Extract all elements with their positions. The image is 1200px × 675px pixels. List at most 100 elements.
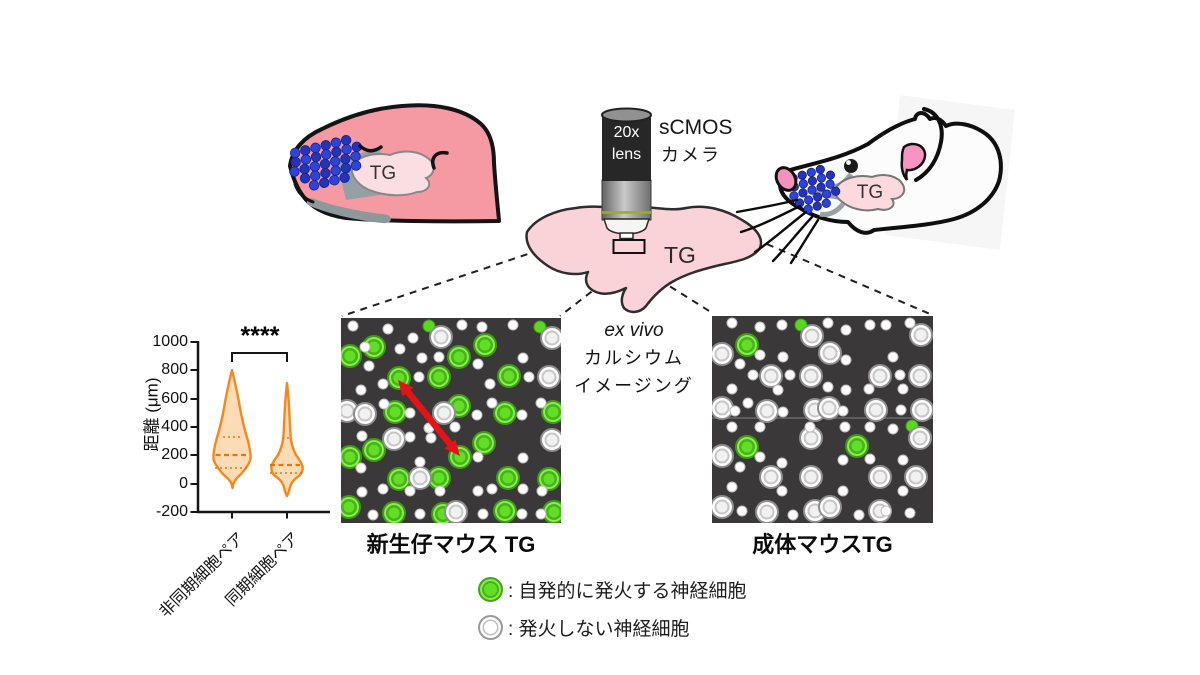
small-dot [507,319,519,331]
small-dot [777,351,789,363]
small-dot [754,349,766,361]
small-dot [434,485,446,497]
silent-neuron [712,342,734,367]
small-dot [414,456,426,467]
small-dot [404,407,416,419]
small-dot [367,509,379,521]
small-dot [726,383,738,395]
camera-label-en: sCMOS [659,116,733,139]
small-dot [356,486,368,498]
small-dot [382,323,394,335]
small-dot [486,397,498,409]
tissue-tg-label: TG [664,242,696,268]
firing-neuron [426,365,451,390]
legend: : 自発的に発火する神経細胞 : 発火しない神経細胞 [478,576,747,652]
nose [774,166,798,192]
small-dot [897,485,909,497]
silent-neuron [712,495,734,520]
small-dot [363,360,375,372]
small-dot [864,319,876,331]
small-dot [863,383,875,395]
small-dot [472,358,484,370]
adult-panel-caption: 成体マウスTG [752,532,893,557]
silent-neuron [539,427,561,452]
small-dot [837,485,849,497]
small-dot [413,371,425,383]
silent-neuron [429,324,454,349]
small-dot [404,485,416,497]
y-tick-label: 800 [161,361,188,379]
small-dot [747,369,759,381]
objective-magnification-label: 20x [613,124,640,141]
ex-vivo-caption: ex vivo カルシウム イメージング [545,320,723,398]
violin-plot [190,341,330,519]
firing-neuron-icon [478,577,503,602]
small-dot [880,319,892,331]
dashed-connector-lines [341,238,931,317]
small-dot [904,507,916,519]
small-dot [449,421,461,433]
small-dot [904,317,916,329]
small-dot [472,485,484,497]
silent-neuron [798,363,823,388]
silent-neuron [536,364,561,389]
firing-neuron [341,444,362,469]
firing-neuron [492,499,517,523]
small-dot [897,383,909,395]
silent-neuron [539,325,561,350]
small-dot [486,483,498,495]
small-dot [777,406,789,418]
firing-neuron [472,333,497,358]
small-dot [887,423,899,435]
small-dot [355,384,367,396]
silent-neuron [817,495,842,520]
small-dot [517,352,529,364]
mouth-line [293,182,315,204]
small-dot [359,341,371,353]
jaw-nerve [306,198,391,224]
small-dot [378,398,390,410]
silent-neuron [867,465,892,490]
legend-label: : 発火しない神経細胞 [508,619,690,640]
legend-item-silent: : 発火しない神経細胞 [478,614,747,641]
small-dot [726,421,738,433]
newborn-tg-imaging-panel [341,318,561,523]
small-dot [726,481,738,493]
firing-neuron [341,344,362,369]
small-dot [894,369,906,381]
adult-tg-imaging-panel [712,316,933,523]
small-dot [476,321,488,333]
tg-tissue-illustration [525,205,763,314]
firing-neuron [386,366,411,391]
nerve-branch [819,202,845,217]
small-dot [456,319,468,331]
small-dot [416,352,428,364]
newborn-tg-label: TG [369,163,397,184]
small-dot [407,332,419,344]
small-dot [776,319,788,331]
small-dot [742,397,754,409]
small-dot [822,317,834,329]
firing-neuron [341,494,362,519]
inner-ear [900,142,927,181]
ear-outline [914,107,944,182]
small-dot [394,343,406,355]
small-dot [754,421,766,433]
silent-neuron [907,425,932,450]
small-dot [471,409,483,421]
small-dot [822,381,834,393]
small-dot [853,509,865,521]
small-dot [404,431,416,443]
small-dot [517,452,529,464]
y-tick-label: 200 [161,446,188,464]
background-wash [885,95,1015,250]
calcium-line: カルシウム [584,348,684,368]
legend-item-firing: : 自発的に発火する神経細胞 [478,576,747,603]
firing-neuron [496,364,521,389]
small-dot [535,508,547,520]
violin-stats [215,436,302,474]
firing-neuron [382,399,407,424]
legend-label: : 自発的に発火する神経細胞 [508,581,747,602]
small-dot [776,485,788,497]
